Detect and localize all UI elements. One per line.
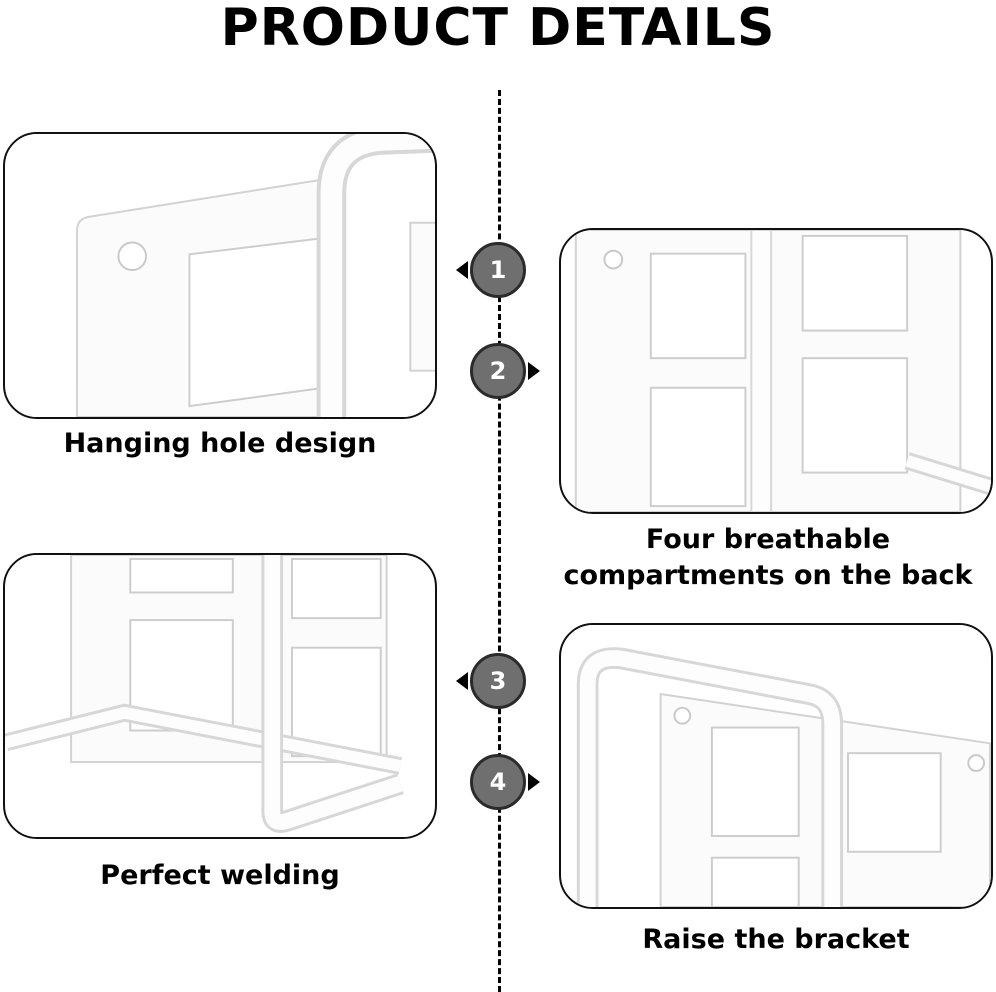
compartments-illustration [562, 230, 991, 512]
feature-marker-1: 1 [470, 242, 526, 298]
feature-image-hanging-hole [3, 132, 437, 419]
feature-caption-4: Raise the bracket [642, 924, 910, 955]
welding-illustration [5, 555, 434, 837]
arrow-left-icon [456, 672, 468, 690]
feature-image-compartments [559, 228, 993, 514]
dashed-divider [498, 90, 501, 992]
feature-image-welding [3, 553, 437, 839]
feature-caption-1: Hanging hole design [63, 428, 377, 459]
feature-caption-3: Perfect welding [100, 860, 340, 891]
page-title: PRODUCT DETAILS [220, 0, 776, 58]
bracket-illustration [562, 625, 991, 907]
arrow-right-icon [528, 362, 540, 380]
feature-marker-4: 4 [470, 754, 526, 810]
feature-caption-2: Four breathable compartments on the back [563, 524, 973, 591]
feature-marker-3: 3 [470, 653, 526, 709]
arrow-right-icon [528, 773, 540, 791]
arrow-left-icon [456, 261, 468, 279]
feature-marker-2: 2 [470, 343, 526, 399]
feature-image-bracket [559, 623, 993, 909]
hanging-hole-illustration [6, 134, 435, 417]
